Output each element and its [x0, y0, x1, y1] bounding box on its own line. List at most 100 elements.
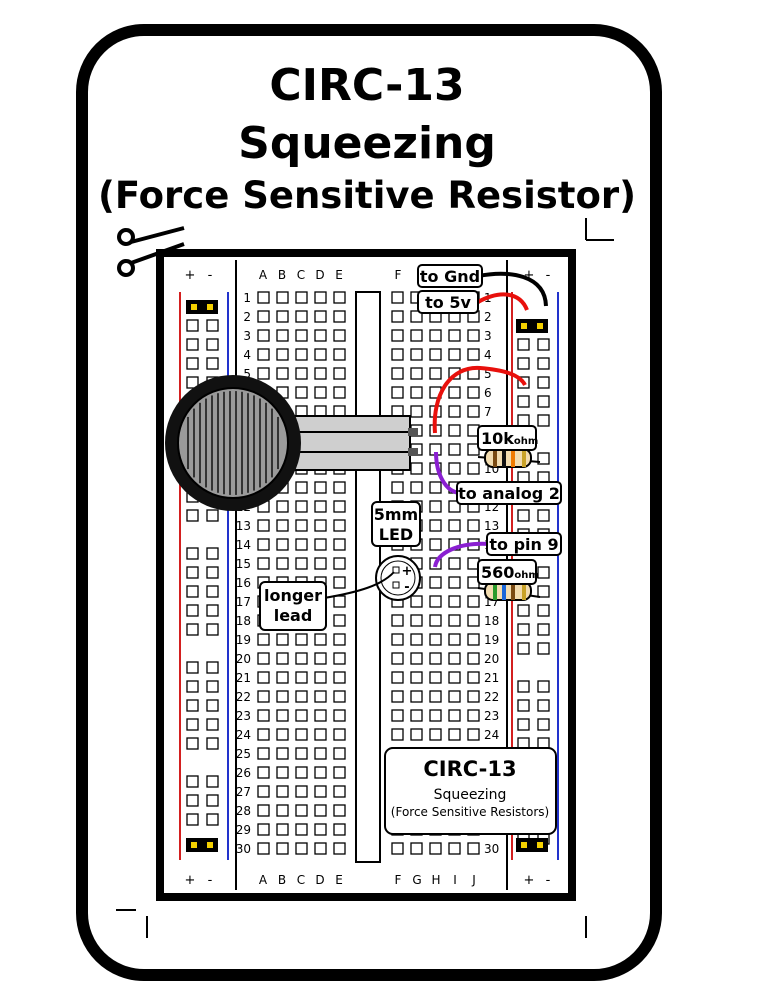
hole-left-30-1	[276, 842, 289, 855]
hole-right-4-1	[410, 348, 423, 361]
hole-left-30-0	[257, 842, 270, 855]
rail-hole-left-4-0	[186, 376, 199, 389]
hole-right-6-1	[410, 386, 423, 399]
right-rail-minus-top: -	[546, 268, 551, 283]
row-number-left: 24	[236, 728, 251, 742]
row-number-left: 28	[236, 804, 251, 818]
rail-hole-left-17-0	[186, 623, 199, 636]
hole-right-23-0	[391, 709, 404, 722]
hole-left-22-1	[276, 690, 289, 703]
hole-left-24-4	[333, 728, 346, 741]
rail-jumper-bottom-left-dot1	[191, 842, 197, 848]
hole-left-4-0	[257, 348, 270, 361]
hole-left-2-1	[276, 310, 289, 323]
col-label-B-top: B	[278, 268, 286, 282]
resistor-10k-band-4	[522, 449, 526, 467]
row-number-left: 27	[236, 785, 251, 799]
row-number-right: 30	[484, 842, 499, 856]
rail-hole-right-2-0	[517, 357, 530, 370]
resistor-560-band-2	[502, 582, 506, 600]
hole-right-13-4	[467, 519, 480, 532]
rail-hole-right-3-1	[537, 376, 550, 389]
hole-left-5-4	[333, 367, 346, 380]
row-number-right: 3	[484, 329, 492, 343]
hole-left-15-3	[314, 557, 327, 570]
col-label-D-bottom: D	[315, 873, 324, 887]
hole-left-1-2	[295, 291, 308, 304]
rail-hole-left-17-1	[206, 623, 219, 636]
hole-right-5-0	[391, 367, 404, 380]
hole-left-27-2	[295, 785, 308, 798]
rail-hole-left-11-1	[206, 509, 219, 522]
longer-lead-pointer	[323, 571, 395, 599]
row-number-left: 3	[243, 329, 251, 343]
hole-left-5-1	[276, 367, 289, 380]
rail-hole-right-20-1	[537, 699, 550, 712]
label-5mm-led-line2: LED	[379, 525, 413, 544]
hole-left-1-4	[333, 291, 346, 304]
hole-left-29-1	[276, 823, 289, 836]
rail-hole-left-25-0	[186, 775, 199, 788]
hole-left-26-3	[314, 766, 327, 779]
hole-right-20-1	[410, 652, 423, 665]
rail-hole-left-27-0	[186, 813, 199, 826]
hole-left-19-4	[333, 633, 346, 646]
rail-hole-left-14-1	[206, 566, 219, 579]
row-number-right: 7	[484, 405, 492, 419]
hole-left-24-2	[295, 728, 308, 741]
hole-left-26-4	[333, 766, 346, 779]
hole-left-6-2	[295, 386, 308, 399]
rail-hole-right-10-1	[537, 509, 550, 522]
hole-right-1-0	[391, 291, 404, 304]
col-label-G-bottom: G	[412, 873, 421, 887]
col-label-C-top: C	[297, 268, 305, 282]
row-number-left: 18	[236, 614, 251, 628]
rail-hole-left-2-0	[186, 338, 199, 351]
hole-left-14-1	[276, 538, 289, 551]
hole-right-21-2	[429, 671, 442, 684]
rail-hole-left-16-0	[186, 604, 199, 617]
label-to-pin: to pin 9	[486, 532, 562, 556]
hole-left-29-0	[257, 823, 270, 836]
hole-left-13-4	[333, 519, 346, 532]
hole-right-10-4	[467, 462, 480, 475]
rail-hole-left-21-1	[206, 699, 219, 712]
col-label-I-bottom: I	[453, 873, 457, 887]
hole-left-28-1	[276, 804, 289, 817]
hole-left-29-2	[295, 823, 308, 836]
hole-right-19-4	[467, 633, 480, 646]
led: + -	[375, 555, 421, 601]
hole-left-21-2	[295, 671, 308, 684]
hole-right-4-4	[467, 348, 480, 361]
hole-left-14-0	[257, 538, 270, 551]
circuit-card-box	[384, 747, 557, 835]
resistor-560-band-4	[522, 582, 526, 600]
col-label-A-top: A	[259, 268, 268, 282]
hole-right-17-4	[467, 595, 480, 608]
circuit-card-subtitle: Squeezing	[434, 787, 507, 803]
hole-left-16-4	[333, 576, 346, 589]
row-number-right: 24	[484, 728, 499, 742]
label-to-gnd-box	[417, 264, 483, 288]
led-body	[375, 555, 421, 601]
resistor-560-band-3	[511, 582, 515, 600]
rail-hole-right-15-1	[537, 604, 550, 617]
rail-jumper-top-left-dot2	[207, 304, 213, 310]
hole-right-22-2	[429, 690, 442, 703]
hole-left-23-1	[276, 709, 289, 722]
row-number-right: 20	[484, 652, 499, 666]
hole-right-11-0	[391, 481, 404, 494]
rail-hole-left-25-1	[206, 775, 219, 788]
row-number-right: 2	[484, 310, 492, 324]
rail-jumper-bottom-right	[516, 838, 548, 852]
row-number-left: 17	[236, 595, 251, 609]
resistor-10k	[477, 448, 541, 468]
hole-left-3-2	[295, 329, 308, 342]
rail-hole-right-1-0	[517, 338, 530, 351]
label-10k-box	[477, 425, 537, 451]
rail-hole-right-10-0	[517, 509, 530, 522]
row-number-left: 29	[236, 823, 251, 837]
hole-right-7-1	[410, 405, 423, 418]
rail-hole-right-14-1	[537, 585, 550, 598]
col-label-J-bottom: J	[471, 873, 476, 887]
